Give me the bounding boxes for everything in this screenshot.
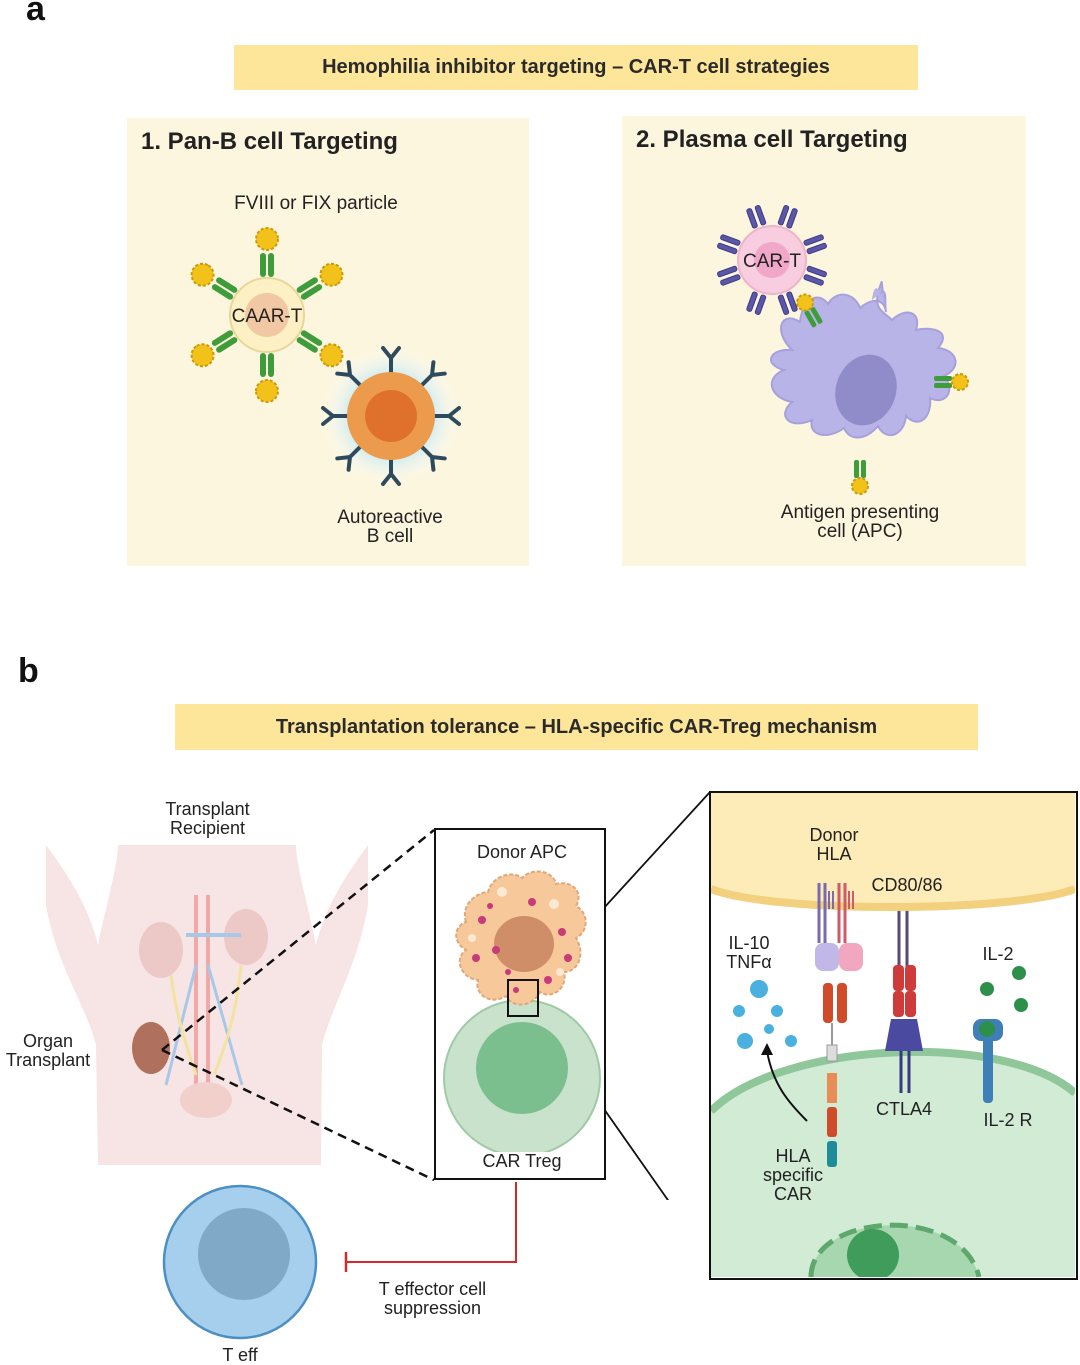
car-label: HLA specific CAR [748, 1147, 838, 1204]
mechanism-illustration [711, 793, 1075, 1277]
apc-label-line2: cell (APC) [817, 521, 903, 542]
dashed-zoom-top [161, 829, 435, 1051]
donor-hla [815, 883, 863, 971]
organ-line1: Organ [22, 1031, 74, 1051]
panel-b-letter: b [18, 652, 39, 690]
pan-b-illustration: CAAR-T [190, 227, 461, 486]
zoom-region [507, 979, 539, 1017]
tnfa-line: TNFα [726, 952, 772, 972]
mechanism-box [709, 791, 1078, 1280]
car-receptors [717, 205, 827, 315]
il2-label: IL-2 [982, 944, 1014, 964]
apc-antigens [796, 293, 969, 495]
recipient-label: Transplant Recipient [130, 800, 285, 838]
recipient-body [46, 845, 368, 1165]
dashed-zoom-bottom [161, 1048, 435, 1182]
cd80-ctla4 [885, 911, 923, 1093]
donor-apc-cell [455, 870, 587, 1006]
caar-t-label: CAAR-T [232, 306, 303, 327]
pan-b-title: 1. Pan-B cell Targeting [141, 128, 398, 155]
bcell-label: Autoreactive B cell [300, 508, 480, 546]
panel-b-banner: Transplantation tolerance – HLA-specific… [175, 704, 978, 750]
caar-t-cell: CAAR-T [190, 227, 344, 403]
donor-hla-line2: HLA [816, 844, 852, 864]
teff-label: T eff [222, 1345, 258, 1365]
suppression-line [346, 1182, 517, 1263]
bcell-label-line1: Autoreactive [337, 507, 443, 528]
car-treg-cell [443, 999, 601, 1152]
hla-specific-car [823, 983, 847, 1167]
organ-label: Organ Transplant [0, 1032, 96, 1070]
ctla4-label: CTLA4 [875, 1099, 933, 1119]
chimeric-receptors [190, 227, 344, 403]
apc-label: Antigen presenting cell (APC) [760, 503, 960, 541]
car-treg-label: CAR Treg [482, 1151, 562, 1171]
car-line3: CAR [773, 1184, 812, 1204]
car-t-cell: CAR-T [717, 205, 827, 315]
suppression-line1: T effector cell [378, 1279, 487, 1299]
donor-hla-line1: Donor [809, 825, 859, 845]
car-line1: HLA [775, 1146, 811, 1166]
teff-cell [162, 1184, 318, 1340]
donor-car-interaction [443, 870, 601, 1152]
teff-suppression [162, 1182, 517, 1340]
car-line2: specific [762, 1165, 824, 1185]
particle-label: FVIII or FIX particle [234, 193, 398, 214]
il2-receptor [973, 1019, 1003, 1103]
panel-a-letter: a [26, 0, 45, 28]
cd80-label: CD80/86 [871, 875, 943, 895]
recipient-line1: Transplant [165, 799, 250, 819]
donor-apc-label: Donor APC [476, 842, 568, 862]
b-cell [321, 346, 461, 486]
pan-b-box [127, 118, 529, 566]
suppression-label: T effector cell suppression [340, 1280, 525, 1318]
recipient-line2: Recipient [169, 818, 246, 838]
bcell-label-line2: B cell [366, 526, 414, 547]
panel-a-banner: Hemophilia inhibitor targeting – CAR-T c… [234, 45, 918, 90]
il2r-label: IL-2 R [983, 1110, 1033, 1130]
il10-tnfa-label: IL-10 TNFα [714, 934, 784, 972]
bcr-receptors [321, 346, 461, 486]
transplant-kidney [132, 1022, 170, 1074]
donor-hla-label: Donor HLA [794, 826, 874, 864]
secretion-arrow [766, 1050, 808, 1122]
organ-line2: Transplant [5, 1050, 91, 1070]
il2-cytokines [980, 966, 1028, 1012]
plasma-illustration: CAR-T [717, 205, 969, 495]
apc-label-line1: Antigen presenting [780, 502, 940, 523]
plasma-title: 2. Plasma cell Targeting [636, 126, 908, 153]
suppression-line2: suppression [383, 1298, 482, 1318]
il10-line: IL-10 [728, 933, 770, 953]
car-t-label: CAR-T [743, 251, 801, 272]
il10-tnfa-cytokines [733, 980, 797, 1049]
